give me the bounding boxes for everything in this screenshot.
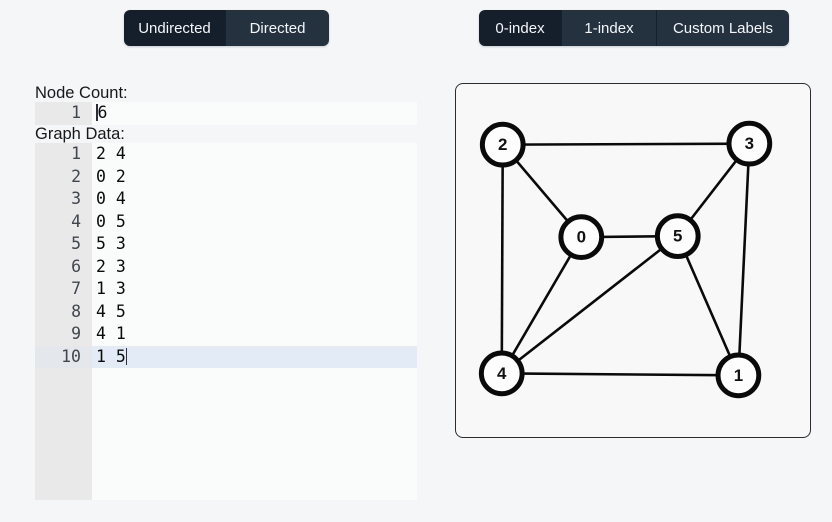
graph-node-circle[interactable] [715, 352, 762, 399]
editor-line[interactable]: 4 5 [92, 301, 417, 324]
graph-node-label: 1 [734, 366, 743, 385]
node-count-label: Node Count: [35, 84, 128, 102]
editor-line[interactable]: 6 [92, 102, 417, 125]
graph-node-circle[interactable] [478, 350, 525, 397]
line-number: 5 [71, 234, 81, 253]
line-number: 1 [71, 103, 81, 122]
graph-node-label: 2 [498, 135, 507, 154]
graph-node-5[interactable]: 5 [654, 213, 701, 260]
graph-node-0[interactable]: 0 [558, 214, 605, 261]
editor-line-text: 4 5 [96, 301, 126, 321]
line-number: 6 [71, 256, 81, 276]
graph-node-4[interactable]: 4 [478, 350, 525, 397]
editor-line[interactable]: 0 2 [92, 166, 417, 189]
graph-edge-4-1 [501, 372, 739, 377]
graph-edge-1-3 [737, 143, 751, 376]
graph-edge-2-4 [500, 144, 505, 374]
graph-node-circle[interactable] [654, 213, 701, 260]
editor-line-text: 5 3 [96, 234, 126, 253]
toggle-option-1-index[interactable]: 1-index [561, 10, 656, 46]
graph-node-circle[interactable] [479, 121, 526, 168]
graph-edge-4-5 [500, 235, 679, 375]
graph-node-label: 3 [745, 134, 754, 153]
line-number-gutter: 1 2 3 4 5 6 7 8 9 10 [35, 143, 92, 500]
line-number: 1 [71, 144, 81, 163]
toggle-option-undirected[interactable]: Undirected [124, 10, 225, 46]
editor-line-text: 0 5 [96, 211, 126, 231]
editor-line-text: 1 3 [96, 279, 126, 298]
line-number-gutter: 1 [35, 102, 92, 125]
editor-line-text: 6 [97, 103, 108, 122]
toggle-option-0-index[interactable]: 0-index [479, 10, 561, 46]
graph-node-label: 0 [577, 228, 586, 247]
editor-line[interactable]: 2 3 [92, 256, 417, 279]
graph-node-circle[interactable] [726, 120, 773, 167]
graph-node-circle[interactable] [558, 214, 605, 261]
graph-canvas[interactable]: 2 3 0 5 4 1 [455, 83, 811, 438]
line-number: 7 [71, 279, 81, 298]
editor-line-text: 0 4 [96, 189, 126, 208]
editor-line[interactable]: 4 1 [92, 323, 417, 346]
graph-node-label: 5 [673, 227, 682, 246]
graph-data-label: Graph Data: [35, 125, 125, 143]
line-number: 4 [71, 211, 81, 231]
editor-line-text: 1 5 [96, 346, 126, 366]
line-number: 3 [71, 189, 81, 208]
graph-node-1[interactable]: 1 [715, 352, 762, 399]
graph-edge-1-5 [676, 235, 740, 376]
editor-content[interactable]: 6 [92, 102, 417, 125]
editor-line[interactable]: 2 4 [92, 143, 417, 166]
graph-node-2[interactable]: 2 [479, 121, 526, 168]
editor-line[interactable]: 0 5 [92, 211, 417, 234]
editor-line[interactable]: 5 3 [92, 233, 417, 256]
graph-svg: 2 3 0 5 4 1 [478, 120, 773, 399]
line-number: 10 [35, 345, 92, 368]
graph-edge-2-3 [502, 142, 750, 146]
graph-edge-0-4 [500, 236, 583, 375]
graph-node-3[interactable]: 3 [726, 120, 773, 167]
editor-line-text: 2 4 [96, 144, 126, 163]
text-cursor [125, 347, 128, 365]
editor-line[interactable]: 1 3 [92, 278, 417, 301]
editor-line-text: 2 3 [96, 256, 126, 276]
graph-node-label: 4 [497, 364, 507, 383]
editor-line[interactable]: 0 4 [92, 188, 417, 211]
text-cursor [96, 104, 98, 121]
line-number: 9 [71, 324, 81, 343]
editor-line[interactable]: 1 5 [92, 345, 417, 368]
editor-content[interactable]: 2 4 0 2 0 4 0 5 5 3 2 3 1 3 4 5 4 1 1 5 [92, 143, 417, 500]
line-number: 2 [71, 166, 81, 186]
editor-line-text: 4 1 [96, 324, 126, 343]
line-number: 8 [71, 301, 81, 321]
editor-line-text: 0 2 [96, 166, 126, 186]
toggle-option-directed[interactable]: Directed [225, 10, 329, 46]
toggle-option-custom-labels[interactable]: Custom Labels [656, 10, 789, 46]
